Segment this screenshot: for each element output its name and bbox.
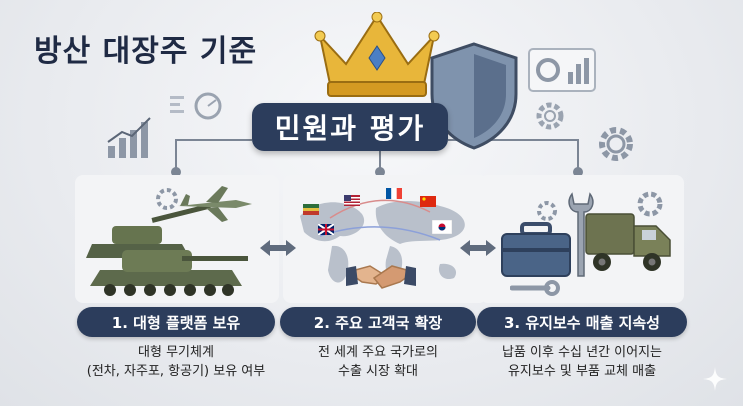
criterion-3-description: 납품 이후 수십 년간 이어지는 유지보수 및 부품 교체 매출 [477,343,687,381]
arrow-icon [460,240,496,256]
crown-icon [314,12,440,97]
description-line: 납품 이후 수십 년간 이어지는 [501,345,663,360]
hub-label: 민원과 평가 [252,103,448,151]
gear-icon [599,127,633,161]
criterion-2-label: 2. 주요 고객국 확장 [280,307,476,337]
arrow-icon [260,240,296,256]
toolbox-icon [501,222,571,277]
truck-icon [585,213,671,271]
gear-icon [156,188,178,210]
tank-icon [86,203,248,296]
wrench-icon [568,192,594,277]
criterion-1-description: 대형 무기체계 (전차, 자주포, 항공기) 보유 여부 [77,343,275,381]
jet-icon [178,186,252,222]
flag-icon [318,224,334,235]
criterion-2-description: 전 세계 주요 국가로의 수출 시장 확대 [280,343,476,381]
chart-icon [107,117,151,158]
gear-icon [637,191,663,217]
flag-icon [344,195,360,206]
wrench-icon [510,280,560,296]
description-line: (전차, 자주포, 항공기) 보유 여부 [86,364,266,379]
page-title: 방산 대장주 기준 [34,34,258,69]
dashboard-icon [170,92,222,120]
dashboard-icon [528,48,596,92]
description-line: 수출 시장 확대 [337,364,419,379]
criterion-3-label: 3. 유지보수 매출 지속성 [477,307,687,337]
flag-icon [420,196,436,207]
gear-icon [536,102,564,130]
sparkle-icon [703,367,727,391]
handshake-icon [346,265,416,289]
flag-icon [432,220,452,234]
flag-icon [303,204,319,215]
description-line: 대형 무기체계 [138,345,214,360]
gear-icon [537,201,557,221]
description-line: 유지보수 및 부품 교체 매출 [507,364,657,379]
flag-icon [386,188,402,199]
criterion-1-label: 1. 대형 플랫폼 보유 [77,307,275,337]
description-line: 전 세계 주요 국가로의 [317,345,439,360]
